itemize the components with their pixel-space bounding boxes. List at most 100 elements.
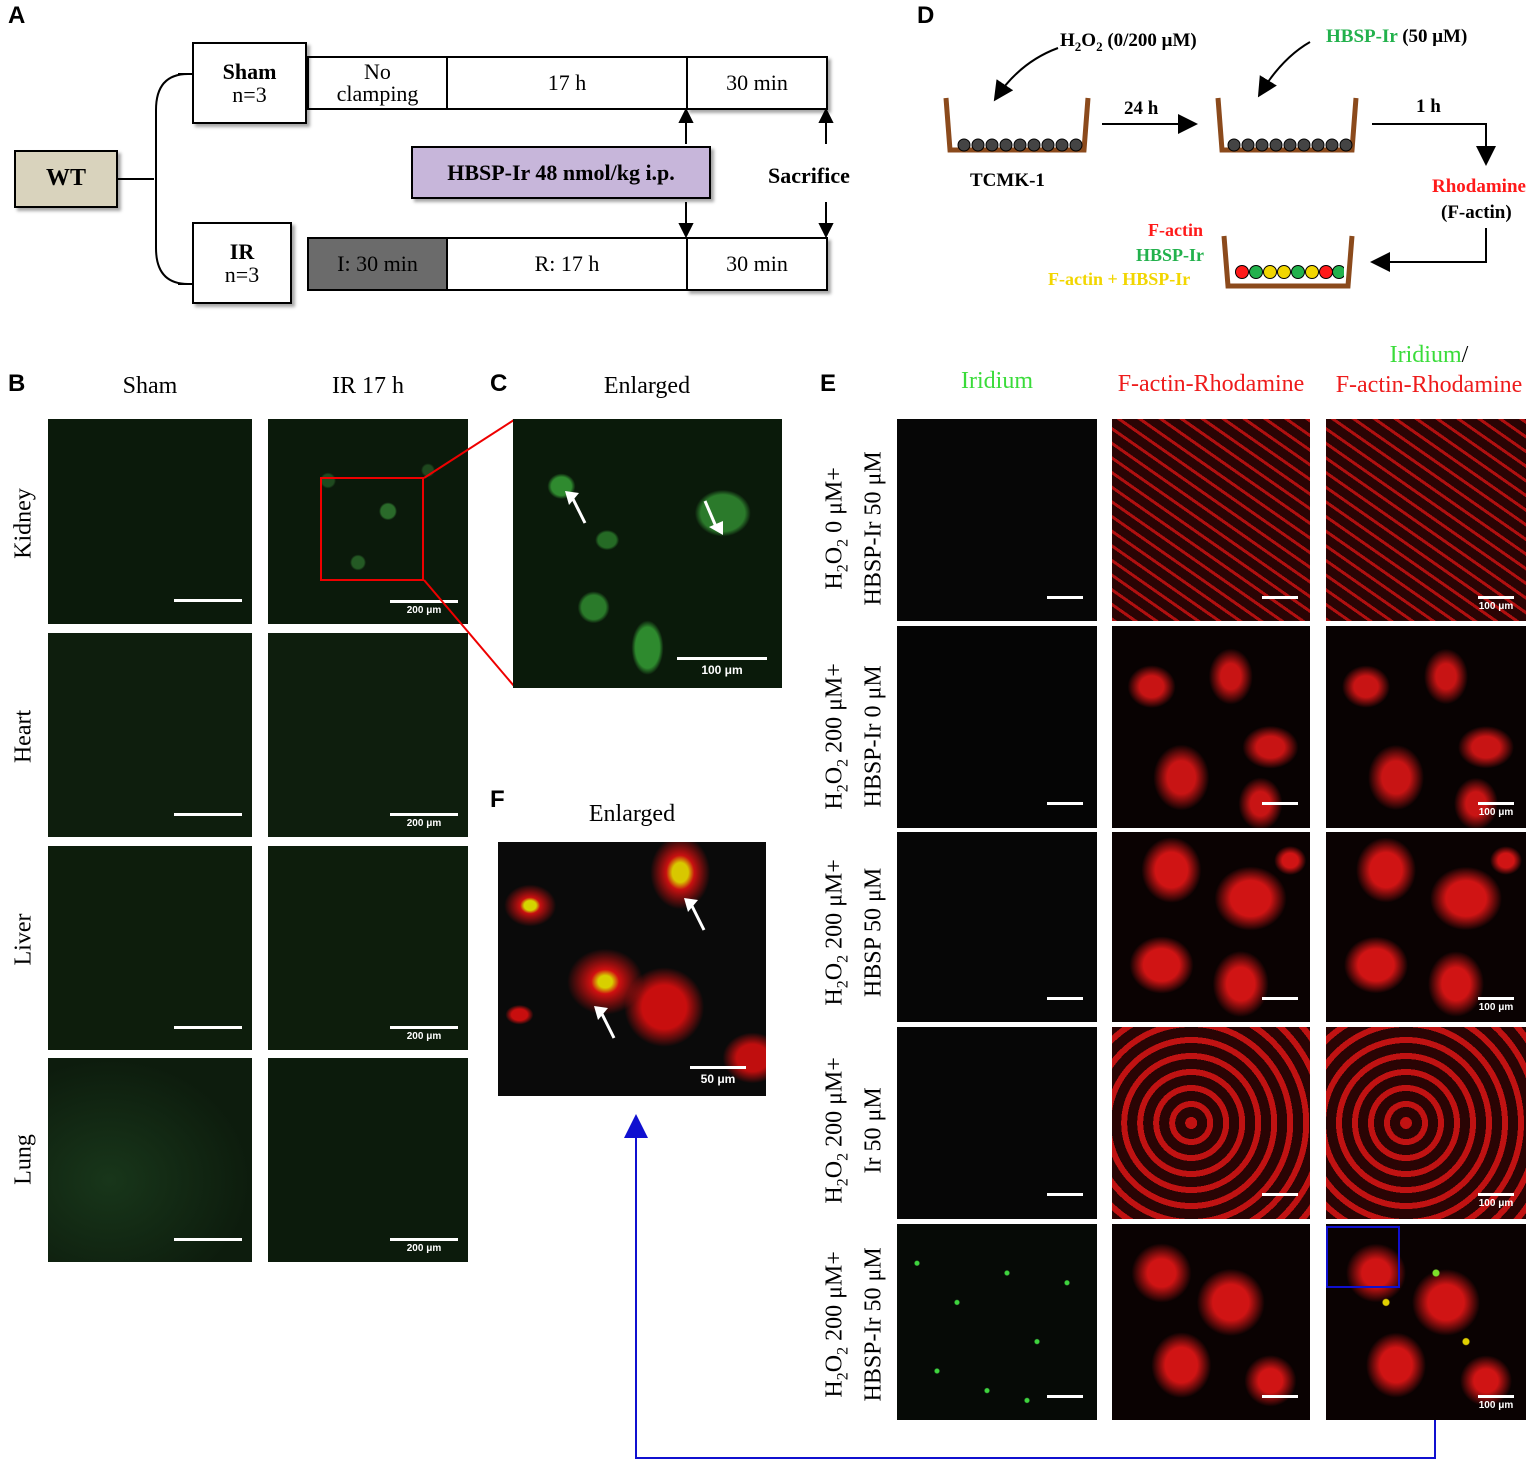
merge-image-row2: 100 μm [1326,626,1526,828]
blue-connector-arrow [624,1114,1436,1459]
merge-image-row4: 100 μm [1326,1027,1526,1219]
scalebar [1478,802,1514,805]
hbsp-injection-box: HBSP-Ir 48 nmol/kg i.p. [411,146,711,199]
row-liver: Liver [10,913,37,966]
scalebar [1478,596,1514,599]
rhodamine-label: Rhodamine [1432,176,1526,197]
scalebar [1047,1193,1083,1196]
factin-image-row5 [1112,1224,1310,1420]
panel-label-b: B [8,370,26,397]
zoom-box [1326,1226,1400,1288]
sham-17h-segment: 17 h [446,56,688,110]
merge-image-row3: 100 μm [1326,832,1526,1022]
panel-a-bracket [118,73,192,285]
scalebar-label: 200 μm [406,1031,442,1042]
sham-heart-image [48,633,252,837]
scalebar-label: 50 μm [700,1072,736,1086]
scalebar [1047,802,1083,805]
scalebar-label: 100 μm [1478,807,1514,818]
enlarged-kidney-image: 100 μm [513,419,782,688]
panel-label-a: A [8,2,26,29]
factin-image-row3 [1112,832,1310,1022]
scalebar [1262,1193,1298,1196]
arrow-icon [684,898,706,931]
ir-lung-image: 200 μm [268,1058,468,1262]
legend-hbsp: HBSP-Ir [1136,245,1205,265]
merge-image-row5: 100 μm [1326,1224,1526,1420]
sham-title: Sham [222,58,277,84]
time-1h-label: 1 h [1416,96,1441,117]
row5-line2: HBSP-Ir 50 μM [860,1247,887,1402]
scalebar-label: 100 μm [701,663,743,677]
time-24h-label: 24 h [1124,98,1159,119]
scalebar [174,813,242,816]
sham-n: n=3 [232,82,267,107]
ir-30min-segment: 30 min [686,237,828,291]
scalebar [1478,1193,1514,1196]
scalebar-label: 100 μm [1478,1198,1514,1209]
col-merge-slash: / [1461,342,1469,368]
col-factin: F-actin-Rhodamine [1117,371,1305,397]
ir-kidney-image: 200 μm [268,419,468,624]
col-merge: Iridium/ F-actin-Rhodamine [1318,340,1540,400]
hbsp-conc: (50 μM) [1402,26,1468,47]
ir-heart-image: 200 μm [268,633,468,837]
row-lung: Lung [10,1134,37,1185]
scalebar-label: 100 μm [1478,1002,1514,1013]
scalebar-label: 100 μm [1478,1400,1514,1411]
well2-cells [1226,138,1356,157]
scalebar [690,1066,746,1069]
row-label-5: H2O2 200 μM+HBSP-Ir 50 μM [820,1224,889,1424]
iridium-image-row3 [897,832,1097,1022]
scalebar-label: 200 μm [406,605,442,616]
scalebar [677,657,767,660]
scalebar [1478,1395,1514,1398]
scalebar [1262,802,1298,805]
row-label-4: H2O2 200 μM+Ir 50 μM [820,1030,889,1230]
row3-line2: HBSP 50 μM [860,867,887,998]
hbsp-treatment-label: HBSP-Ir (50 μM) [1326,26,1467,48]
wt-box: WT [14,150,118,208]
col-sham: Sham [122,373,178,399]
row2-line2: HBSP-Ir 0 μM [860,665,887,808]
scalebar [1478,997,1514,1000]
h2o2-treatment-label: H2O2 (0/200 μM) [1060,30,1197,54]
scalebar [1262,1395,1298,1398]
no-clamping-segment: No clamping [307,56,448,110]
ir-n: n=3 [224,262,260,287]
factin-paren-label: (F-actin) [1441,202,1512,223]
row-kidney: Kidney [10,488,37,559]
panel-label-c: C [490,370,508,397]
factin-image-row1 [1112,419,1310,621]
scalebar [390,600,458,603]
row-label-2: H2O2 200 μM+HBSP-Ir 0 μM [820,636,889,836]
legend-merge: F-actin + HBSP-Ir [1048,269,1191,289]
zoom-connector [423,419,515,687]
panel-label-f: F [490,786,505,813]
scalebar-label: 200 μm [406,818,442,829]
reperfusion-segment: R: 17 h [446,237,688,291]
arrow-icon [565,491,587,524]
row1-line2: HBSP-Ir 50 μM [860,451,887,606]
col-iridium: Iridium [961,368,1033,394]
scalebar [174,599,242,602]
row4-line2: Ir 50 μM [860,1087,887,1174]
iridium-image-row1 [897,419,1097,621]
col-merge-bottom: F-actin-Rhodamine [1335,372,1523,398]
panel-label-d: D [917,2,935,29]
scalebar-label: 100 μm [1478,601,1514,612]
iridium-image-row4 [897,1027,1097,1219]
sham-lung-image [48,1058,252,1262]
merge-image-row1: 100 μm [1326,419,1526,621]
sacrifice-label: Sacrifice [768,163,850,188]
iridium-image-row2 [897,626,1097,828]
scalebar [1262,997,1298,1000]
well3-cells [1234,264,1346,285]
scalebar [174,1026,242,1029]
scalebar [1262,596,1298,599]
col-ir: IR 17 h [332,373,404,399]
panel-c-title: Enlarged [603,373,691,399]
factin-image-row2 [1112,626,1310,828]
sham-30min-segment: 30 min [686,56,828,110]
scalebar [390,813,458,816]
